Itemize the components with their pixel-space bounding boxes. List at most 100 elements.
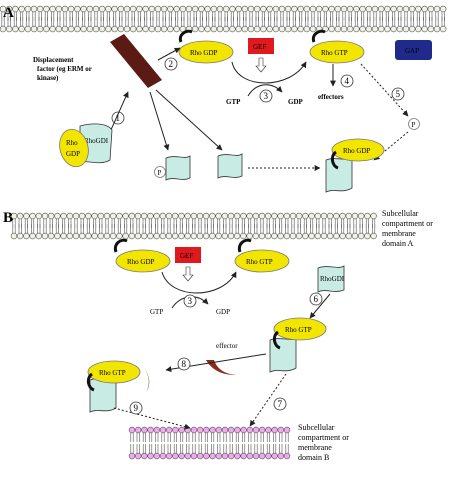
membrane-a-b-lipid-head [35, 212, 42, 220]
membrane-b-lipid-head [240, 452, 247, 460]
membrane-b-lipid-head [197, 452, 204, 460]
membrane-a-b-lipid-head [23, 232, 30, 240]
compartment-b-line4: domain B [298, 453, 329, 462]
membrane-a-lipid-head [154, 5, 162, 13]
compartment-b-label: Subcellular compartment or membrane doma… [298, 423, 349, 462]
effector-label: effector [216, 342, 238, 350]
gef-b-label: GEF [180, 252, 193, 260]
membrane-a-lipid-head [136, 25, 143, 33]
membrane-b-lipid-head [221, 452, 229, 460]
membrane-a-b-lipid-head [10, 232, 18, 240]
membrane-a-lipid-head [192, 25, 199, 33]
membrane-a-b-lipid-head [314, 232, 321, 240]
membrane-a-lipid-head [67, 25, 75, 33]
membrane-b-lipid-head [141, 426, 148, 434]
membrane-a-lipid-head [347, 25, 354, 33]
membrane-a-lipid-head [61, 5, 69, 13]
membrane-a-lipid-head [198, 25, 205, 33]
panel-a-letter: A [3, 5, 14, 21]
membrane-a-b-lipid-head [122, 212, 129, 220]
membrane-a-b-lipid-head [370, 232, 377, 240]
membrane-a-b-lipid-head [215, 232, 222, 240]
membrane-a-lipid-head [142, 5, 149, 13]
membrane-a-lipid-head [241, 25, 249, 33]
membrane-b-lipid-head [215, 452, 223, 460]
membrane-a-lipid-head [266, 5, 273, 13]
rho-gtp-b-complex-label: Rho GTP [285, 326, 312, 334]
membrane-a-b-lipid-head [178, 212, 185, 220]
step-circle-3a [259, 89, 273, 103]
membrane-a-b-lipid-head [320, 212, 328, 220]
membrane-b-lipid-head [259, 426, 266, 434]
membrane-b-lipid-head [159, 452, 167, 460]
membrane-b-lipid-head [252, 452, 260, 460]
membrane-a-lipid-head [272, 5, 279, 13]
membrane-b-lipid-head [178, 452, 185, 460]
membrane-a-lipid-head [49, 5, 56, 13]
membrane-b-lipid-head [135, 426, 142, 434]
membrane-a-b-lipid-head [308, 232, 315, 240]
membrane-a-lipid-head [18, 25, 25, 33]
membrane-a-b-lipid-head [333, 212, 340, 220]
membrane-b-lipid-head [166, 452, 173, 460]
gdp-out-label: GDP [288, 98, 304, 106]
compartment-a-line1: Subcellular [382, 209, 419, 218]
membrane-b-lipid-head [203, 426, 210, 434]
phosphate-circle-left [154, 166, 166, 178]
membrane-a-lipid-head [123, 5, 131, 13]
effector-crescent-bound [138, 362, 150, 392]
membrane-a-lipid-head [12, 25, 19, 33]
membrane-b-lipid-head [135, 452, 142, 460]
membrane-a-lipid-head [61, 25, 69, 33]
membrane-a-b-lipid-head [265, 232, 272, 240]
membrane-b-lipid-head [277, 452, 284, 460]
membrane-b-lipid-head [172, 426, 179, 434]
arrow-step-6 [309, 293, 331, 319]
membrane-a-b-lipid-head [333, 232, 340, 240]
arrow-step-9 [113, 407, 191, 430]
step-circle-7 [273, 397, 287, 411]
membrane-a-lipid-head [111, 25, 118, 33]
membrane-a-b-lipid-head [103, 232, 111, 240]
membrane-a-b-lipid-head [159, 232, 167, 240]
membrane-a-lipid-head [111, 5, 118, 13]
membrane-a-b-lipid-head [351, 232, 359, 240]
membrane-a-b-lipid-head [240, 232, 247, 240]
membrane-a-lipid-head [167, 5, 174, 13]
rhogdi-b-free [317, 265, 345, 293]
membrane-a-lipid-head [117, 5, 125, 13]
membrane-a-b-lipid-head [23, 212, 30, 220]
membrane-b-lipid-head [209, 426, 216, 434]
membrane-a-b-lipid-head [147, 212, 154, 220]
membrane-a-lipid-head [396, 5, 403, 13]
membrane-a-b-lipid-head [78, 212, 86, 220]
membrane-a-lipid-head [378, 25, 385, 33]
membrane-a-lipid-head [223, 5, 230, 13]
step-9-number: 9 [134, 403, 139, 413]
rho-gtp-label: Rho GTP [321, 49, 348, 57]
membrane-a-lipid-head [396, 25, 403, 33]
gdp-b-label: GDP [216, 308, 230, 316]
membrane-a-b-lipid-head [345, 212, 352, 220]
gef-b-down-arrow [182, 266, 194, 282]
membrane-a-lipid-head [92, 5, 100, 13]
membrane-a-b-lipid-head [370, 212, 377, 220]
gap-box [395, 40, 432, 60]
membrane-a-lipid-head [390, 5, 397, 13]
membrane-a-b-lipid-head [10, 212, 18, 220]
membrane-a-b-lipid-head [184, 212, 191, 220]
membrane-a-b-lipid-head [153, 232, 160, 240]
membrane-a-b-lipid-head [314, 212, 321, 220]
membrane-a-b-lipid-head [54, 212, 61, 220]
membrane-a-b-lipid-head [345, 232, 352, 240]
membrane-a-lipid-head [216, 5, 224, 13]
membrane-a-lipid-head [309, 25, 317, 33]
membrane-a-b-lipid-head [302, 212, 309, 220]
membrane-b-lipid-head [221, 426, 229, 434]
phosphate-right-label: P [412, 121, 416, 129]
membrane-a-lipid-head [80, 25, 87, 33]
rho-gdp-complex-label: Rho GDP [343, 147, 371, 155]
compartment-b-line2: compartment or [298, 433, 349, 442]
membrane-a-lipid-head [192, 5, 199, 13]
